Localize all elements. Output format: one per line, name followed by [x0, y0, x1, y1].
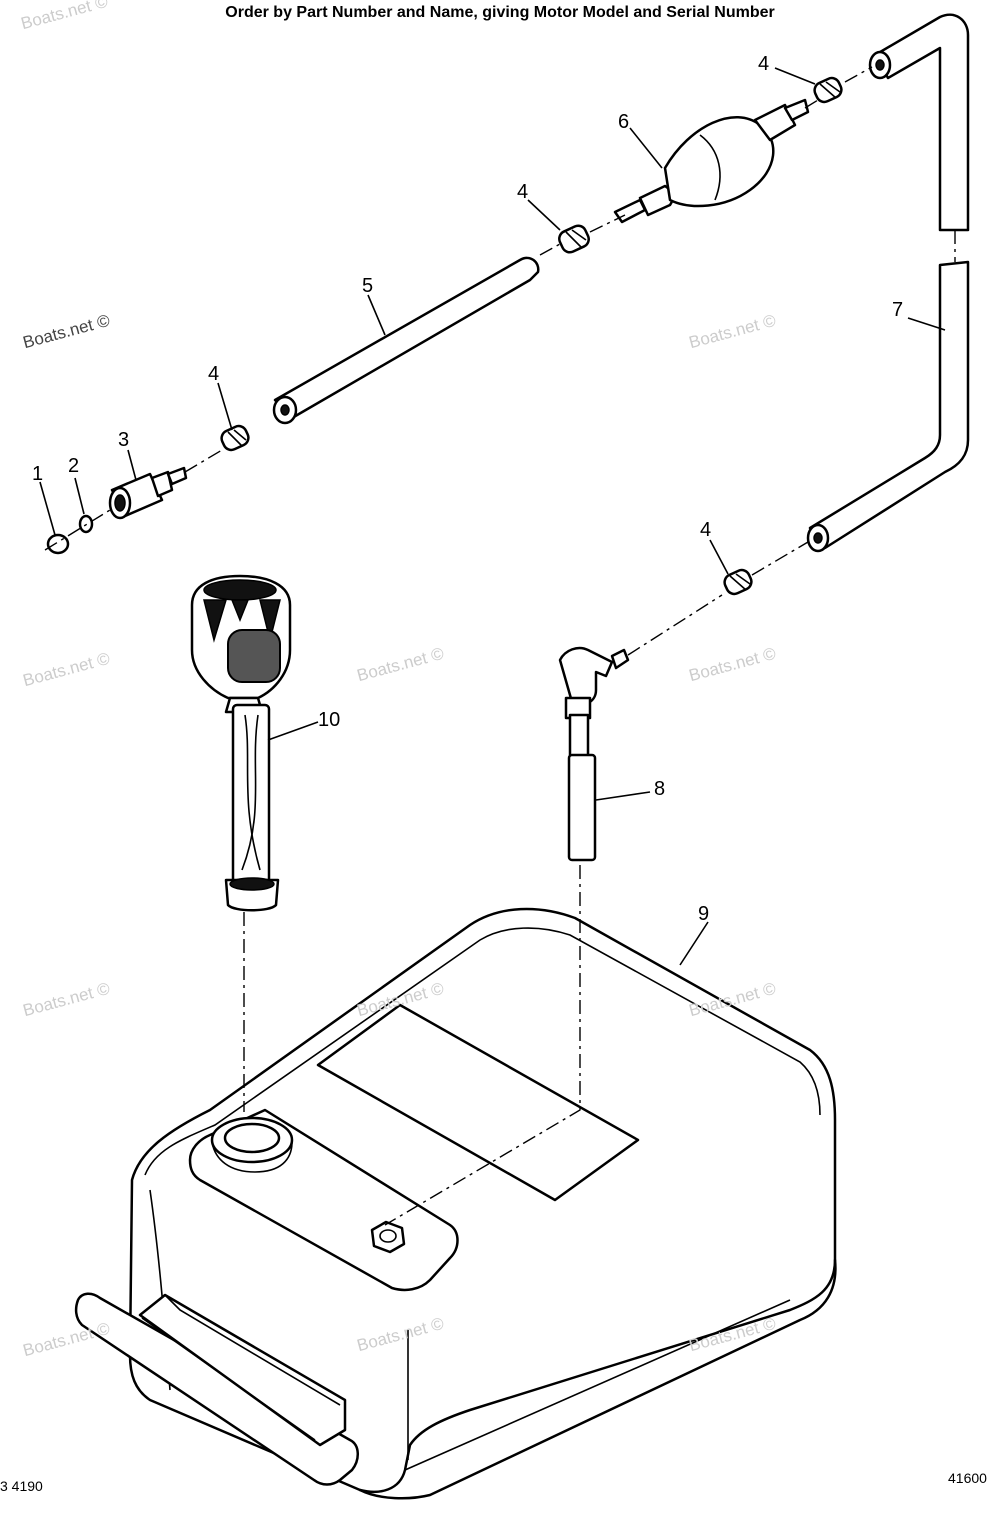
- figure-code-left: 3 4190: [0, 1478, 43, 1494]
- fuel-connector[interactable]: [108, 466, 188, 520]
- callout-2: 2: [68, 455, 79, 477]
- callout-6: 6: [618, 111, 629, 133]
- callout-4d: 4: [700, 519, 711, 541]
- callout-7: 7: [892, 299, 903, 321]
- fuel-hose-short[interactable]: [272, 256, 540, 425]
- primer-bulb[interactable]: [613, 98, 810, 224]
- hose-clamp[interactable]: [722, 567, 754, 596]
- callout-3: 3: [118, 429, 129, 451]
- figure-code-right: 41600: [948, 1470, 987, 1486]
- callout-5: 5: [362, 275, 373, 297]
- callout-4c: 4: [758, 53, 769, 75]
- hose-clamp[interactable]: [557, 223, 592, 255]
- callout-9: 9: [698, 903, 709, 925]
- fuel-tank[interactable]: [74, 907, 837, 1500]
- callout-10: 10: [318, 709, 340, 731]
- fuel-pickup-elbow[interactable]: [558, 646, 630, 862]
- fuel-hose-long[interactable]: [806, 13, 970, 553]
- callout-4a: 4: [208, 363, 219, 385]
- callout-8: 8: [654, 778, 665, 800]
- callout-4b: 4: [517, 181, 528, 203]
- hose-clamp[interactable]: [219, 423, 251, 452]
- o-ring-small[interactable]: [78, 514, 94, 534]
- hose-clamp[interactable]: [812, 75, 844, 104]
- o-ring-large[interactable]: [46, 533, 70, 555]
- callout-1: 1: [32, 463, 43, 485]
- header-instruction: Order by Part Number and Name, giving Mo…: [225, 4, 775, 21]
- fuel-gauge-pickup[interactable]: [190, 574, 292, 912]
